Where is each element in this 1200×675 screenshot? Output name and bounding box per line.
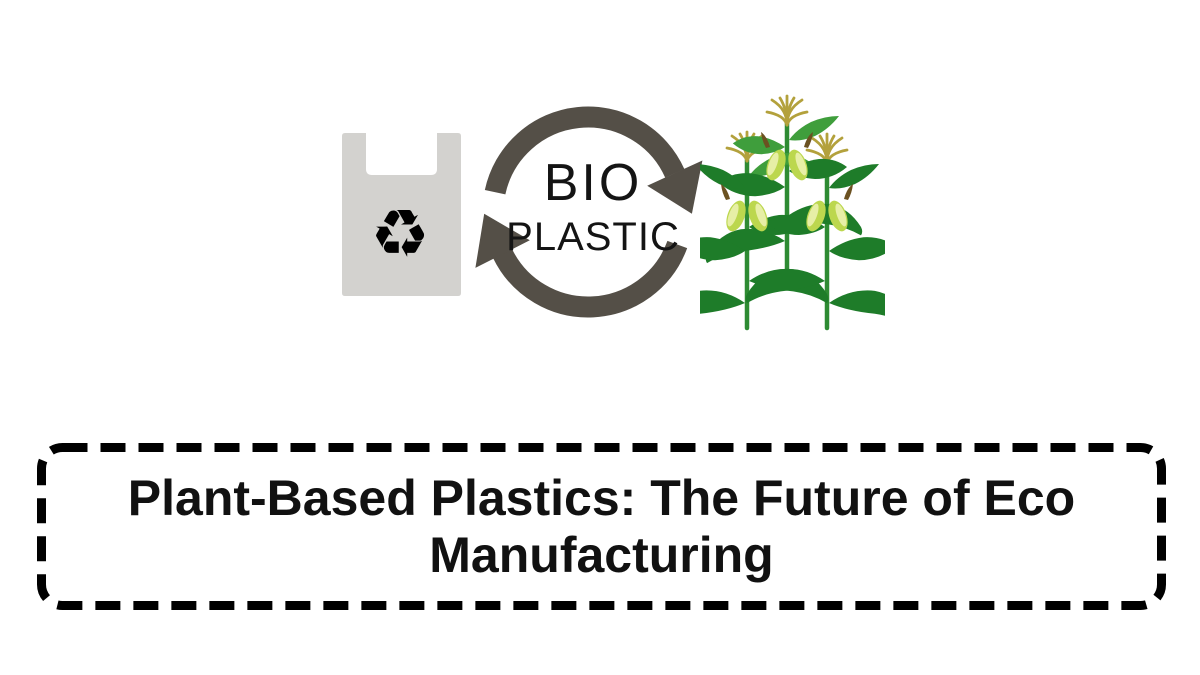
bio-text: BIO	[543, 154, 643, 212]
corn-cob-highlights	[727, 152, 847, 227]
recycle-symbol-icon: ♻	[370, 196, 429, 273]
title-banner: Plant-Based Plastics: The Future of Eco …	[37, 443, 1166, 610]
cycle-arc-bottom	[493, 240, 688, 318]
bag-shape	[342, 133, 461, 296]
title-line-1: Plant-Based Plastics: The Future of Eco	[127, 469, 1076, 526]
cycle-arc-top	[484, 106, 685, 195]
corn-plants-icon	[700, 94, 885, 331]
cycle-arrowhead-left	[475, 213, 530, 268]
corn-husks	[721, 132, 853, 200]
corn-leaves-dark	[700, 158, 885, 326]
cycle-arrows-icon	[475, 106, 703, 318]
cycle-arrowhead-right	[647, 160, 703, 214]
banner-border	[37, 443, 1166, 610]
page-title: Plant-Based Plastics: The Future of Eco …	[37, 443, 1166, 610]
title-line-2: Manufacturing	[429, 526, 774, 583]
bio-plastic-label: BIO PLASTIC	[468, 157, 718, 257]
plastic-bag-icon: ♻	[342, 133, 461, 296]
plastic-text: PLASTIC	[506, 215, 680, 259]
